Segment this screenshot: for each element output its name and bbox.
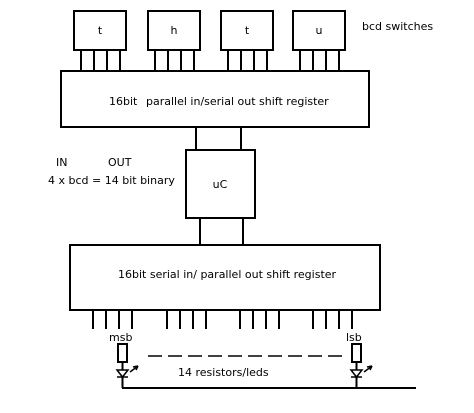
switches-caption: bcd switches: [362, 20, 433, 33]
conversion-label: 4 x bcd = 14 bit binary: [48, 174, 175, 187]
microcontroller: uC: [185, 149, 256, 219]
lsb-label: lsb: [346, 331, 362, 344]
leds-caption: 14 resistors/leds: [178, 366, 269, 379]
output-register-label: 16bit serial in/ parallel out shift regi…: [118, 268, 337, 281]
out-label: OUT: [108, 156, 132, 169]
resistor-icon: [117, 343, 128, 363]
switch-box: [220, 10, 274, 51]
msb-resistor-led: [115, 343, 139, 388]
uc-label: uC: [213, 178, 228, 191]
lsb-resistor-led: [349, 343, 373, 388]
switch-label: u: [316, 24, 323, 37]
input-register-bits: 16bit: [109, 95, 138, 108]
msb-label: msb: [109, 331, 132, 344]
output-shift-register: 16bit serial in/ parallel out shift regi…: [69, 244, 381, 311]
input-register-label: parallel in/serial out shift register: [146, 95, 329, 108]
led-diode-icon: [349, 369, 364, 379]
switch-units: u: [292, 10, 346, 71]
input-shift-register: 16bit parallel in/serial out shift regis…: [60, 70, 370, 128]
led-arrowhead-icon: [366, 365, 373, 371]
switch-tens: t: [220, 10, 274, 71]
switch-hundreds: h: [147, 10, 201, 71]
output-pins: [87, 309, 362, 329]
uc-box: [185, 149, 256, 219]
switch-box: [147, 10, 201, 51]
switch-box: [292, 10, 346, 51]
switch-label: h: [171, 24, 178, 37]
input-register-box: [60, 70, 370, 128]
in-label: IN: [56, 156, 67, 169]
switch-box: [73, 10, 127, 51]
led-arrowhead-icon: [132, 365, 139, 371]
led-diode-icon: [115, 369, 130, 379]
resistor-icon: [351, 343, 362, 363]
output-register-box: [69, 244, 381, 311]
switch-label: t: [98, 24, 103, 37]
switch-label: t: [245, 24, 250, 37]
switch-thousands: t: [73, 10, 127, 71]
